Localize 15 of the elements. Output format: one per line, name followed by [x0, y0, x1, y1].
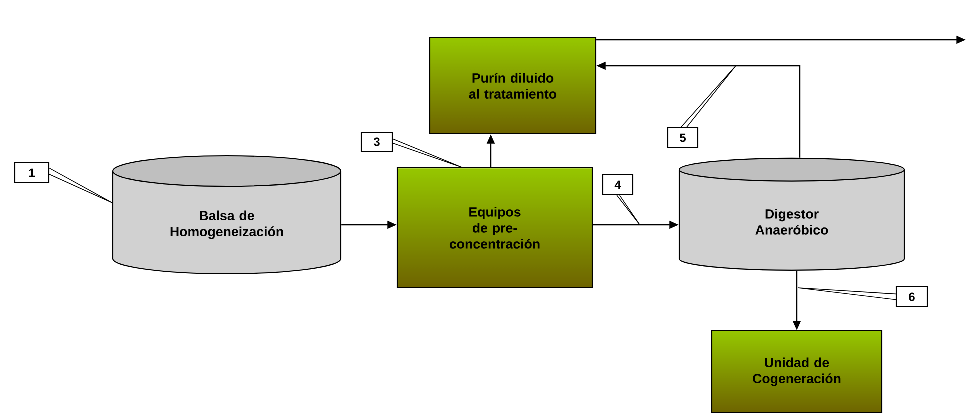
leader-line [798, 288, 896, 300]
callout-number: 4 [602, 174, 634, 196]
callout-number: 5 [667, 127, 699, 149]
process-box: Purín diluido al tratamiento [429, 37, 597, 135]
tank-cylinder: Digestor Anaeróbico [678, 158, 906, 271]
process-box: Equipos de pre-concentración [396, 167, 594, 289]
tank-cylinder: Balsa de Homogeneización [112, 155, 342, 275]
callout-number: 1 [14, 162, 50, 184]
callout-number: 3 [360, 132, 394, 152]
leader-line [616, 195, 640, 226]
leader-line [680, 66, 736, 128]
process-box: Unidad de Cogeneración [711, 330, 883, 414]
leader-line [392, 138, 462, 168]
callout-number: 6 [896, 286, 928, 308]
leader-line [49, 168, 113, 204]
